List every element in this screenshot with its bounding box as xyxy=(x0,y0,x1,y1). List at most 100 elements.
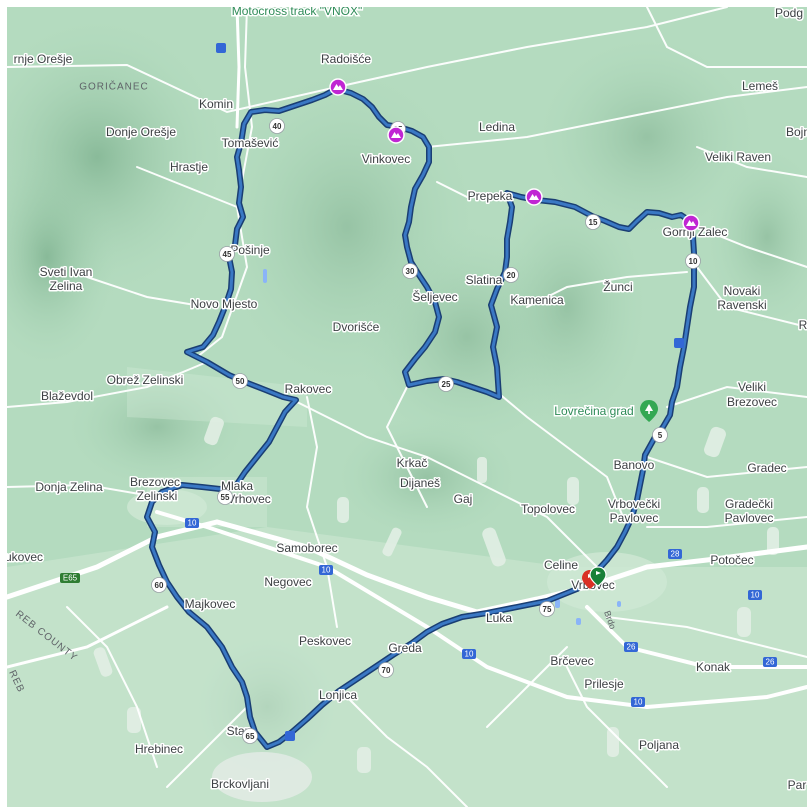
place-label-komin[interactable]: Komin xyxy=(197,96,234,113)
place-label-brckovljani[interactable]: Brckovljani xyxy=(209,776,270,793)
km-marker-label: 70 xyxy=(382,666,391,675)
place-label-radoisce[interactable]: Radoišće xyxy=(319,51,372,68)
km-marker-label: 20 xyxy=(507,271,516,280)
place-label-samoborec[interactable]: Samoborec xyxy=(275,540,339,557)
km-marker[interactable]: 40 xyxy=(269,118,285,134)
place-label-topolovec[interactable]: Topolovec xyxy=(519,501,576,518)
place-label-peskovec[interactable]: Peskovec xyxy=(297,633,352,650)
place-label-novaki[interactable]: Novaki xyxy=(722,283,762,300)
km-marker[interactable]: 25 xyxy=(438,376,454,392)
place-label-banovo[interactable]: Banovo xyxy=(612,457,656,474)
km-marker[interactable]: 5 xyxy=(652,427,668,443)
place-label-donje-oresje[interactable]: Donje Orešje xyxy=(104,124,177,141)
place-label-zelinski[interactable]: Zelinski xyxy=(135,488,179,505)
place-label-gornji-zalec[interactable]: Gornji Zalec xyxy=(661,224,729,241)
place-label-podg[interactable]: Podg xyxy=(773,5,804,22)
place-label-gradecki[interactable]: Gradečki xyxy=(723,496,774,513)
place-label-krkac[interactable]: Krkač xyxy=(395,455,429,472)
place-label-dvorisce[interactable]: Dvorišće xyxy=(331,319,381,336)
place-label-majkovec[interactable]: Majkovec xyxy=(183,596,237,613)
place-label-vinkovec[interactable]: Vinkovec xyxy=(360,151,411,168)
road-shield: 26 xyxy=(624,642,638,652)
road-shield: 10 xyxy=(748,590,762,600)
km-marker[interactable]: 65 xyxy=(242,728,258,744)
place-label-brezovec-z[interactable]: Brezovec xyxy=(128,474,181,491)
road-shield xyxy=(216,43,226,53)
minor-roads xyxy=(6,6,807,808)
place-label-slatina[interactable]: Slatina xyxy=(464,272,504,289)
place-label-negovec[interactable]: Negovec xyxy=(263,574,313,591)
place-label-ravenski[interactable]: Ravenski xyxy=(716,297,768,314)
place-label-zelina[interactable]: Zelina xyxy=(48,278,84,295)
km-marker[interactable]: 55 xyxy=(217,489,233,505)
start-flag-icon[interactable] xyxy=(589,566,607,587)
place-label-kamenica[interactable]: Kamenica xyxy=(509,292,566,309)
place-label-sveti-ivan[interactable]: Sveti Ivan xyxy=(38,264,94,281)
poi-pin-icon[interactable] xyxy=(640,400,658,422)
place-label-lonjica[interactable]: Lonjica xyxy=(317,687,358,704)
road-shield-label: 28 xyxy=(671,550,680,559)
place-label-gaj[interactable]: Gaj xyxy=(452,491,474,508)
place-label-celine[interactable]: Celine xyxy=(542,557,579,574)
place-label-obrez[interactable]: Obrež Zelinski xyxy=(105,372,185,389)
place-label-r-edge[interactable]: R xyxy=(797,317,807,334)
place-label-pavlovec2[interactable]: Pavlovec xyxy=(723,510,775,527)
place-label-bojn[interactable]: Bojn xyxy=(784,124,807,141)
place-label-vrhovec[interactable]: Vrhovec xyxy=(226,491,273,508)
place-label-veliki[interactable]: Veliki xyxy=(736,379,767,396)
road-shield-label: 26 xyxy=(766,658,775,667)
place-label-brcevec[interactable]: Brčevec xyxy=(549,653,595,670)
place-label-luka[interactable]: Luka xyxy=(484,610,513,627)
km-marker[interactable]: 20 xyxy=(503,267,519,283)
place-label-donja-zelina[interactable]: Donja Zelina xyxy=(34,479,105,496)
road-shield: 26 xyxy=(763,657,777,667)
place-label-vrbovecki[interactable]: Vrbovečki xyxy=(606,496,661,513)
km-marker[interactable]: 15 xyxy=(585,214,601,230)
place-label-rakovec[interactable]: Rakovec xyxy=(283,381,333,398)
place-label-par[interactable]: Par xyxy=(786,777,807,794)
km-marker[interactable]: 75 xyxy=(539,601,555,617)
summit-icon[interactable] xyxy=(329,78,347,96)
km-marker[interactable]: 30 xyxy=(402,263,418,279)
place-label-brezovec[interactable]: Brezovec xyxy=(725,394,778,411)
place-label-poljana[interactable]: Poljana xyxy=(637,737,680,754)
road-shield-label: 10 xyxy=(465,650,474,659)
place-label-novo-mjesto[interactable]: Novo Mjesto xyxy=(189,296,259,313)
summit-icon[interactable] xyxy=(387,126,405,144)
place-label-greda[interactable]: Greda xyxy=(387,640,424,657)
km-marker[interactable]: 45 xyxy=(219,246,235,262)
place-label-dijanes[interactable]: Dijaneš xyxy=(398,475,441,492)
place-label-lovrecina[interactable]: Lovrečina grad xyxy=(553,403,635,420)
place-label-konak[interactable]: Konak xyxy=(694,659,732,676)
place-label-ukovec[interactable]: ukovec xyxy=(3,549,44,566)
place-label-prilesje[interactable]: Prilesje xyxy=(583,676,626,693)
road-shield: 10 xyxy=(631,697,645,707)
place-label-motocross[interactable]: Motocross track "VNOX" xyxy=(230,3,364,20)
place-label-hrebinec[interactable]: Hrebinec xyxy=(133,741,184,758)
place-label-ledina[interactable]: Ledina xyxy=(477,119,516,136)
km-marker[interactable]: 10 xyxy=(685,253,701,269)
summit-icon[interactable] xyxy=(525,188,543,206)
km-marker[interactable]: 50 xyxy=(232,373,248,389)
place-label-blazevdol[interactable]: Blaževdol xyxy=(39,388,94,405)
place-label-lemes[interactable]: Lemeš xyxy=(740,78,779,95)
place-label-veliki-raven[interactable]: Veliki Raven xyxy=(703,149,772,166)
place-label-pavlovec1[interactable]: Pavlovec xyxy=(608,510,660,527)
place-label-posinje[interactable]: Pošinje xyxy=(229,242,272,259)
km-marker[interactable]: 60 xyxy=(151,577,167,593)
summit-icon[interactable] xyxy=(682,214,700,232)
place-label-seljevec[interactable]: Šeljevec xyxy=(411,288,459,306)
place-label-prepeka[interactable]: Prepeka xyxy=(466,188,514,205)
place-label-gornje-oresje[interactable]: rnje Orešje xyxy=(12,51,74,68)
km-marker[interactable]: 70 xyxy=(378,662,394,678)
place-label-goricanec[interactable]: GORIČANEC xyxy=(79,80,149,93)
km-marker-label: 55 xyxy=(221,493,230,502)
km-marker-label: 30 xyxy=(406,267,415,276)
place-label-potocec[interactable]: Potočec xyxy=(709,552,755,569)
place-label-zunci[interactable]: Žunci xyxy=(602,278,634,296)
place-label-gradec[interactable]: Gradec xyxy=(746,460,788,477)
place-label-tomasevec[interactable]: Tomašević xyxy=(220,135,280,152)
place-label-hrastje[interactable]: Hrastje xyxy=(168,159,209,176)
